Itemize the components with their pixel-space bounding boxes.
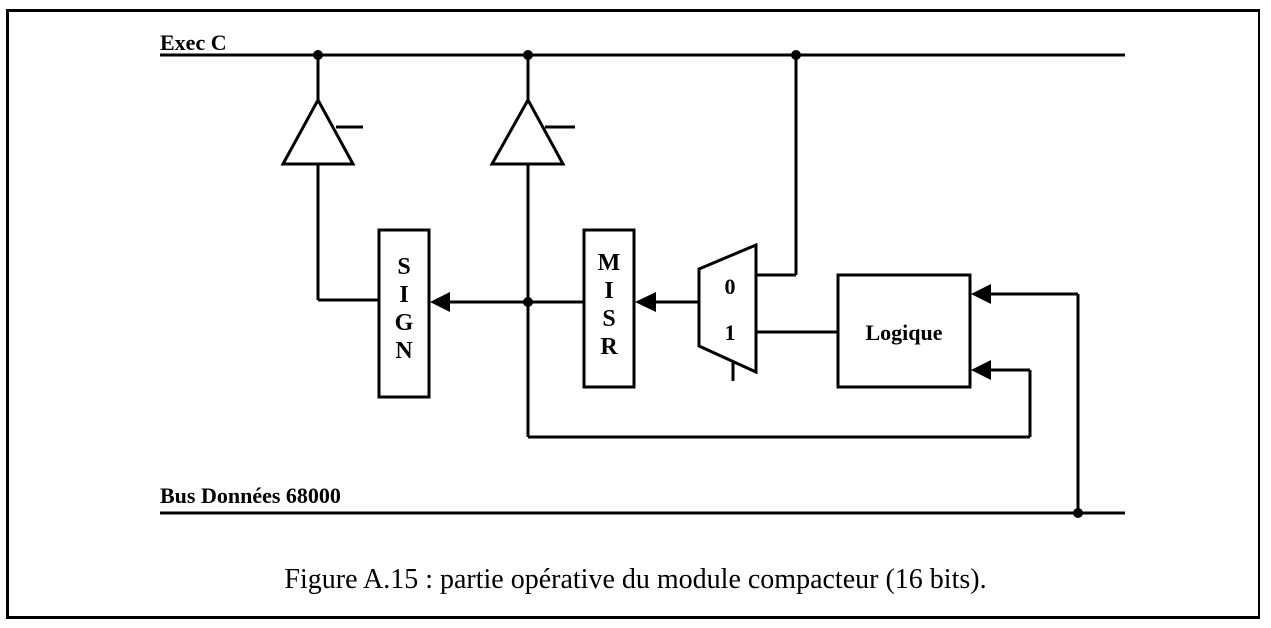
sign-block — [377, 228, 431, 399]
misr-block — [582, 228, 636, 389]
logic-block — [836, 273, 972, 389]
arrow-into-misr — [635, 292, 656, 312]
logic-block-label: Logique — [865, 320, 942, 345]
figure-frame — [6, 9, 1260, 619]
tristate-buffer-left — [280, 96, 356, 166]
arrow-into-sign — [430, 292, 450, 312]
mux-input-1: 1 — [725, 320, 736, 345]
junction-dot — [1073, 508, 1083, 518]
misr-letter: M — [598, 250, 621, 276]
data-bus-label: Bus Données 68000 — [160, 483, 341, 508]
sign-letter: N — [395, 338, 413, 364]
multiplexer — [697, 242, 758, 375]
arrow-into-logic-top — [971, 284, 991, 304]
misr-letter: I — [604, 278, 613, 304]
figure-caption: Figure A.15 : partie opérative du module… — [284, 564, 987, 595]
sign-letter: G — [395, 310, 414, 336]
sign-letter: S — [397, 254, 410, 280]
misr-letter: R — [600, 334, 618, 360]
mux-input-0: 0 — [725, 274, 736, 299]
arrow-into-logic-bottom — [971, 360, 991, 380]
sign-letter: I — [399, 282, 408, 308]
tristate-buffer-middle — [489, 96, 566, 166]
exec-c-bus-label: Exec C — [160, 30, 227, 55]
misr-letter: S — [602, 306, 615, 332]
